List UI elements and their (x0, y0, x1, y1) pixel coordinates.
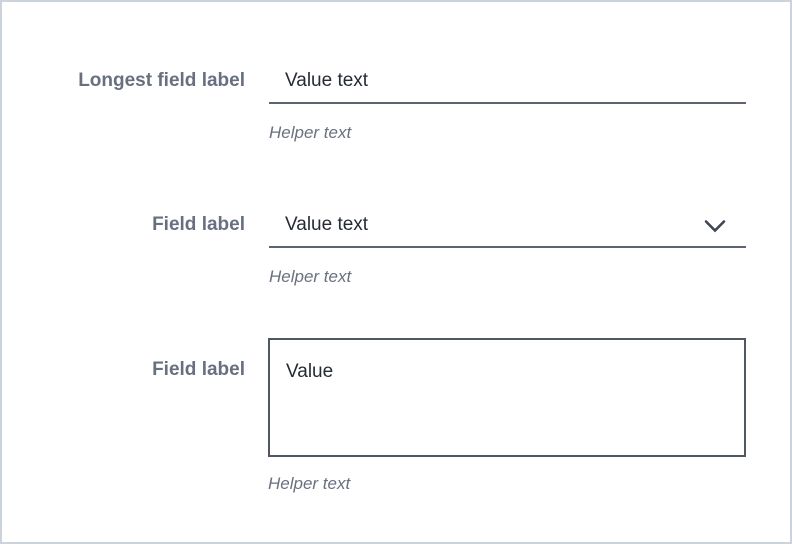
field-label: Longest field label (78, 70, 245, 91)
form-field-text: Longest field label Value text Helper te… (2, 66, 746, 145)
form-field-textarea: Field label Value Helper text (2, 338, 746, 496)
helper-text: Helper text (269, 267, 352, 286)
input-value: Value text (285, 70, 369, 91)
field-control: Value Helper text (268, 338, 746, 496)
select-value: Value text (285, 214, 369, 235)
field-label: Field label (152, 214, 245, 235)
helper-text: Helper text (268, 474, 351, 493)
textarea-value: Value (286, 361, 334, 382)
chevron-down-icon (704, 220, 726, 233)
field-control: Value text Helper text (269, 66, 746, 145)
text-input[interactable]: Value text (269, 66, 746, 104)
field-label: Field label (152, 359, 245, 380)
field-control: Value text Helper text (269, 210, 746, 289)
textarea-input[interactable]: Value (268, 338, 746, 457)
helper-text: Helper text (269, 123, 352, 142)
form-field-select: Field label Value text Helper text (2, 210, 746, 289)
select-input[interactable]: Value text (269, 210, 746, 248)
